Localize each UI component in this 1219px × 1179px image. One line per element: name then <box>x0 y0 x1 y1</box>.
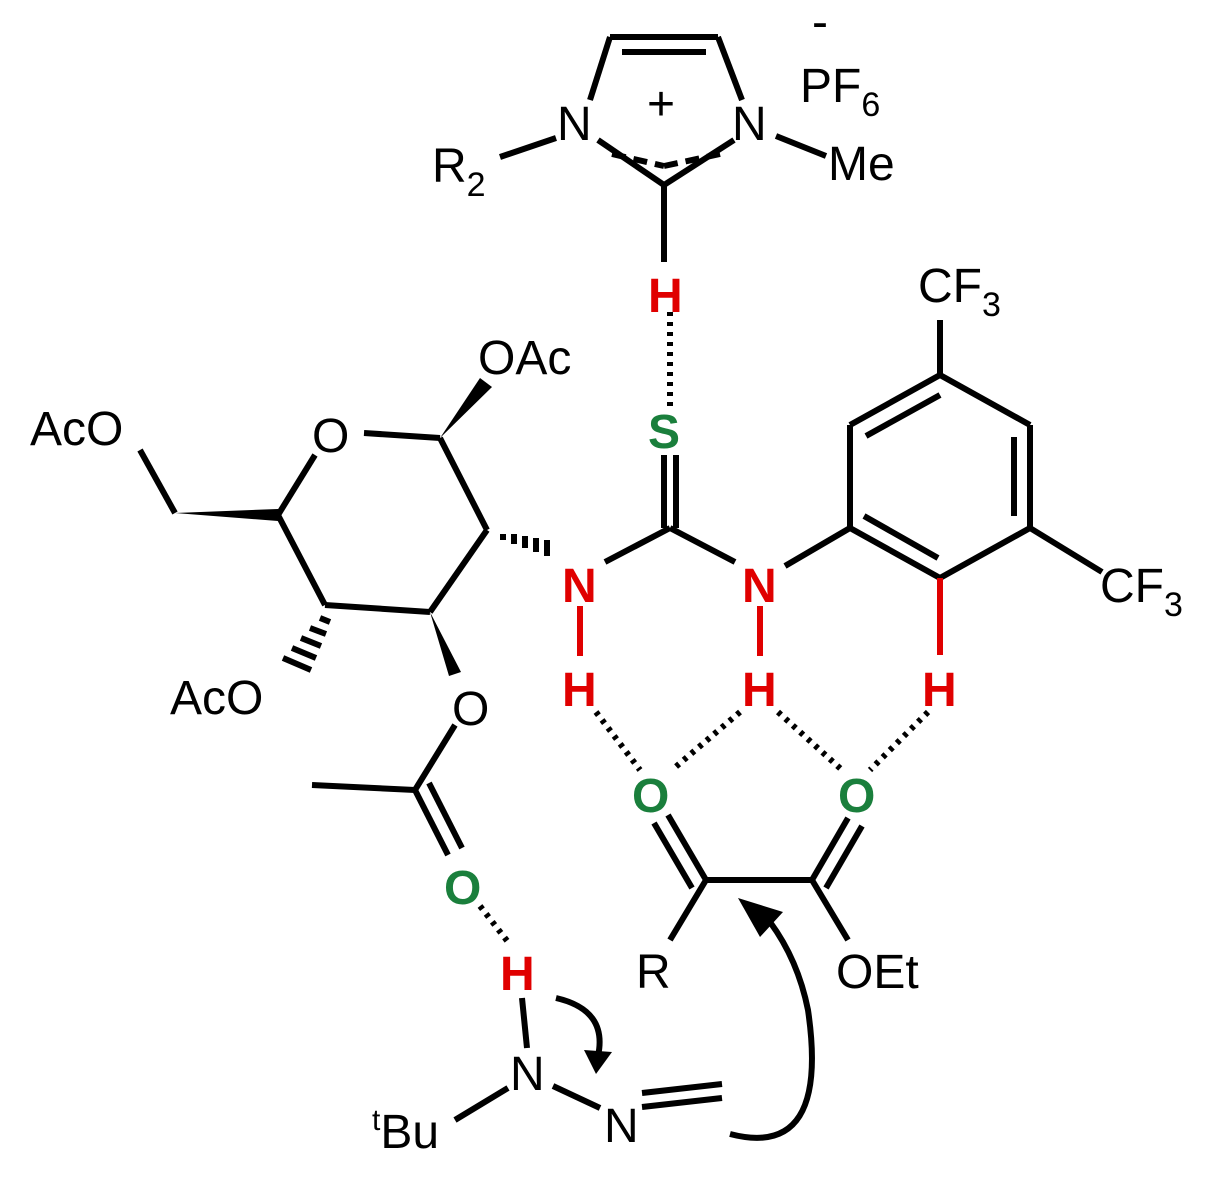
bond-ester-o-b <box>823 824 865 890</box>
hbond-nh-o-keto-left <box>593 710 643 772</box>
arrow-layer <box>555 898 815 1141</box>
bond-c2-n3 <box>662 137 736 188</box>
bond-ar-c3-c4 <box>938 372 1032 428</box>
bond-ar-cf3-right <box>1028 525 1104 575</box>
bond-nr-aryl <box>783 525 852 569</box>
bond-nl-c <box>603 525 672 565</box>
arrow-head-enamine-attack <box>738 898 783 937</box>
thiourea-n-right-label: N <box>742 560 777 613</box>
wedge-c3-o3 <box>430 612 461 676</box>
bond-n-n <box>551 1083 602 1111</box>
bond-layer <box>137 34 1104 1123</box>
anomeric-oac-label: OAc <box>478 332 571 385</box>
bond-n1-c2 <box>596 137 666 188</box>
bond-acyl-o-a <box>412 788 451 857</box>
wedge-c1-oac <box>440 378 492 438</box>
sugar-ring-o-label: O <box>312 410 349 463</box>
hbond-nh-o-ester <box>775 709 845 773</box>
bond-n3-me <box>774 133 828 159</box>
bond-acyl-o-b <box>426 781 465 850</box>
bond-c4-c5 <box>275 513 328 607</box>
bond-c5-o5 <box>275 453 318 517</box>
wedge-c5-c6 <box>175 509 278 521</box>
bond-c3-c4 <box>324 602 431 615</box>
acetyl-carbonyl-o-label: O <box>444 862 481 915</box>
bond-n-ch2-b <box>641 1081 723 1096</box>
thiourea-h-right-label: H <box>742 664 777 717</box>
c6-aco-label: AcO <box>30 403 123 456</box>
bond-keto-o-b <box>651 821 695 890</box>
counterion-label: PF6 <box>800 60 880 124</box>
bond-ester-o-a <box>809 816 851 882</box>
methyl-label: Me <box>828 138 895 191</box>
bond-c4-n3 <box>715 35 745 102</box>
c3-o-label: O <box>452 683 489 736</box>
bond-n-tbu <box>453 1085 510 1123</box>
aryl-ortho-h-label: H <box>922 664 957 717</box>
hash-wedge-c2-n <box>500 534 550 556</box>
bond-ar-c6-c1-double <box>862 513 940 561</box>
bond-ester-oet <box>809 878 851 942</box>
bond-o3-acyl <box>412 723 458 792</box>
bond-n1-c5 <box>587 36 613 101</box>
arrow-enamine-attack <box>729 920 815 1141</box>
ester-o-label: O <box>838 770 875 823</box>
hbond-nh-o-keto-right <box>670 709 742 773</box>
bond-n-ch2-a <box>641 1095 723 1110</box>
bond-c2-n3-delocalized <box>663 151 721 169</box>
thiourea-n-left-label: N <box>562 560 597 613</box>
hash-wedge-c4-o4 <box>281 615 332 673</box>
thiourea-h-left-label: H <box>562 664 597 717</box>
hydrazone-h-label: H <box>500 948 535 1001</box>
hydrazone-nh-label: N <box>510 1048 545 1101</box>
arrow-head-nh-to-nn <box>584 1050 612 1074</box>
bond-ar-c2-c3-double <box>864 392 942 439</box>
c4-aco-label: AcO <box>170 672 263 725</box>
bond-o5-c1 <box>363 430 441 441</box>
hydrazone-n-imine-label: N <box>604 1100 639 1153</box>
bond-c6-o6 <box>137 448 178 515</box>
ketoester-oet-label: OEt <box>836 946 919 999</box>
imidazolium-c2-h-label: H <box>648 270 683 323</box>
bond-c2-c3 <box>427 528 490 614</box>
cf3-top-label: CF3 <box>918 260 1001 324</box>
imidazolium-n3-label: N <box>732 98 767 151</box>
keto-o-label: O <box>632 770 669 823</box>
bond-keto-o-a <box>665 813 709 882</box>
bond-ar-c2-c3 <box>848 372 942 428</box>
cf3-right-label: CF3 <box>1100 560 1183 624</box>
bond-ar-c6-c1 <box>848 525 942 581</box>
hbond-acetyl-o-h <box>477 904 511 944</box>
bond-n1-c2-delocalized <box>611 151 665 169</box>
thiourea-s-label: S <box>648 406 680 459</box>
ketoester-r-label: R <box>636 946 671 999</box>
counterion-charge-label: - <box>812 0 828 49</box>
label-layer: N N + R2 Me H - PF6 S N N H H CF3 CF3 H … <box>30 0 1183 1159</box>
bond-acyl-methyl <box>311 782 416 793</box>
wedge-layer <box>175 378 550 676</box>
tbu-label: tBu <box>372 1104 439 1159</box>
bond-c-nr <box>668 525 737 565</box>
bond-r2-n1 <box>499 135 557 160</box>
bond-c1-c2 <box>437 436 490 532</box>
bond-h-n <box>519 997 530 1049</box>
bond-ar-c5-c6 <box>938 525 1032 581</box>
arrow-nh-to-nn <box>555 995 603 1057</box>
bond-keto-r <box>667 878 709 942</box>
imidazolium-n1-label: N <box>557 98 592 151</box>
r2-substituent-label: R2 <box>432 140 486 204</box>
hbond-arh-o-ester <box>867 709 931 773</box>
hbond-layer <box>477 312 931 944</box>
imidazolium-charge-label: + <box>647 78 675 131</box>
